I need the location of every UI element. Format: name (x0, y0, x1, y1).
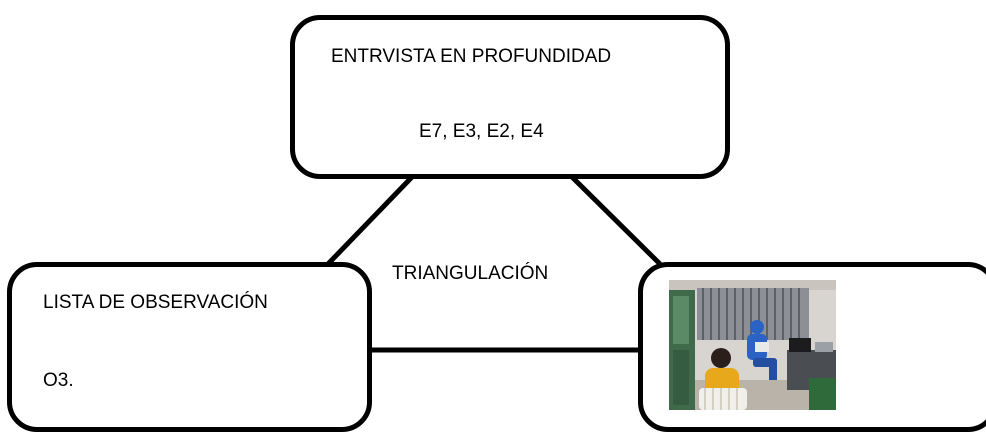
interview-photo-drawing (669, 280, 836, 410)
connector-top-right (570, 175, 662, 266)
observation-code: O3. (43, 370, 74, 391)
interview-codes: E7, E3, E2, E4 (419, 121, 544, 142)
interview-title: ENTRVISTA EN PROFUNDIDAD (331, 46, 612, 67)
interview-box (290, 15, 730, 179)
triangulation-label: TRIANGULACIÓN (392, 263, 549, 284)
interview-photo (669, 280, 836, 410)
connector-top-left (326, 175, 414, 266)
observation-title: LISTA DE OBSERVACIÓN (43, 292, 268, 313)
observation-box (7, 262, 372, 432)
